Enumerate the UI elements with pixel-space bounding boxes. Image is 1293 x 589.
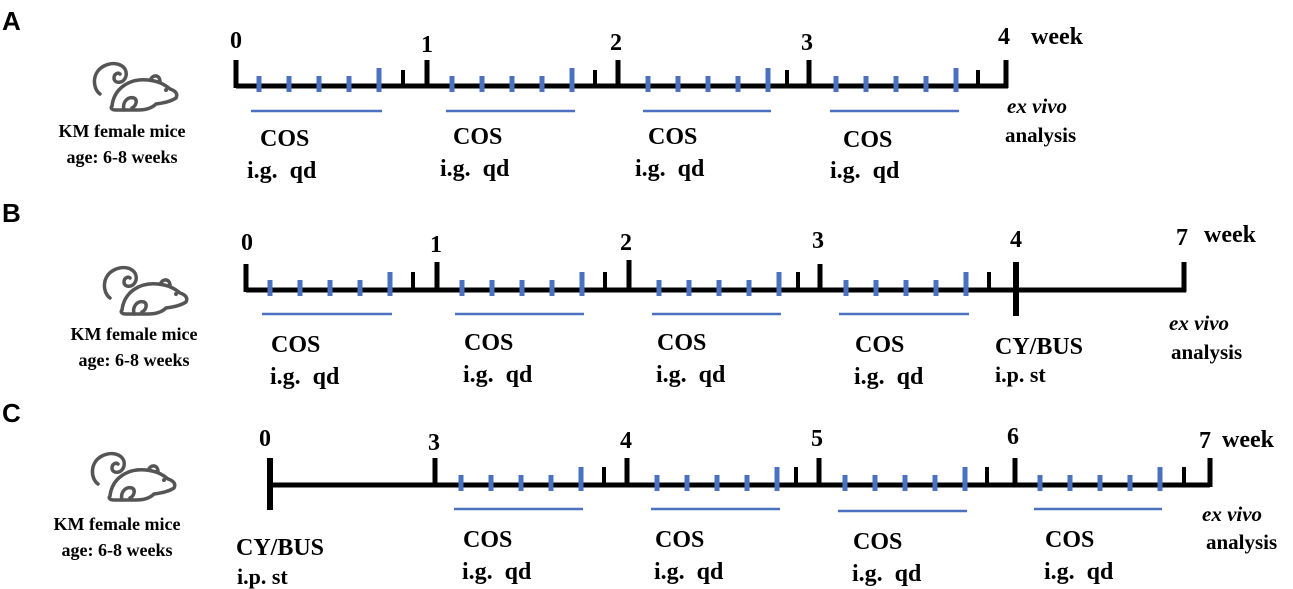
tick-label: 4 (1010, 227, 1022, 253)
course-underlines (454, 507, 1162, 513)
dose-ticks (267, 272, 969, 296)
course-route: i.g. qd (635, 156, 705, 182)
course-drug: COS (464, 330, 513, 356)
mouse-description-line-2: age: 6-8 weeks (67, 147, 178, 167)
end-note-line-1: ex vivo (1169, 311, 1229, 335)
panel-a: A KM female mice age: 6-8 weeks 0 1 (2, 6, 1084, 184)
course-drug: COS (648, 124, 697, 150)
course-route: i.g. qd (656, 362, 726, 388)
course-drug: COS (855, 332, 904, 358)
mouse-description-line-1: KM female mice (71, 324, 198, 344)
course-route: i.g. qd (440, 156, 510, 182)
tick-label: 7 (1176, 225, 1188, 251)
tick-label: 0 (230, 28, 242, 54)
tick-label: 2 (620, 230, 632, 256)
injection-drug: CY/BUS (995, 334, 1083, 360)
tick-label: 4 (998, 24, 1010, 50)
injection-drug: CY/BUS (236, 535, 324, 561)
mouse-icon (92, 61, 179, 112)
course-drug: COS (260, 126, 309, 152)
course-route: i.g. qd (1044, 559, 1114, 585)
tick-label: 7 (1199, 428, 1211, 454)
week-unit-label: week (1222, 427, 1275, 453)
tick-label: 6 (1007, 424, 1019, 450)
mouse-description-line-1: KM female mice (54, 514, 181, 534)
mouse-icon (90, 451, 177, 502)
course-route: i.g. qd (270, 364, 340, 390)
end-note-line-1: ex vivo (1007, 94, 1067, 118)
week-unit-label: week (1204, 222, 1257, 248)
course-drug: COS (843, 127, 892, 153)
tick-label: 2 (610, 30, 622, 56)
end-note-line-1: ex vivo (1202, 502, 1262, 526)
course-route: i.g. qd (654, 559, 724, 585)
panel-label: B (2, 198, 21, 228)
end-note-line-2: analysis (1171, 340, 1242, 364)
minor-ticks (602, 467, 1186, 485)
panel-b: B KM female mice age: 6-8 weeks 0 1 2 3 … (2, 198, 1257, 390)
course-drug: COS (271, 332, 320, 358)
course-route: i.g. qd (854, 364, 924, 390)
injection-route: i.p. st (995, 362, 1046, 387)
course-route: i.g. qd (247, 158, 317, 184)
tick-label: 3 (801, 30, 813, 56)
course-route: i.g. qd (852, 561, 922, 587)
mouse-description-line-2: age: 6-8 weeks (79, 350, 190, 370)
end-note-line-2: analysis (1005, 123, 1076, 147)
tick-label: 1 (421, 32, 433, 58)
week-unit-label: week (1031, 24, 1084, 50)
course-route: i.g. qd (463, 362, 533, 388)
course-drug: COS (463, 527, 512, 553)
course-drug: COS (657, 330, 706, 356)
panel-c: C KM female mice age: 6-8 weeks 0 3 4 5 … (2, 398, 1277, 589)
tick-label: 0 (241, 230, 253, 256)
end-note-line-2: analysis (1206, 530, 1277, 554)
tick-label: 0 (259, 426, 271, 452)
tick-label: 1 (430, 232, 442, 258)
dose-ticks (256, 68, 959, 92)
tick-label: 3 (428, 430, 440, 456)
course-route: i.g. qd (462, 559, 532, 585)
injection-route: i.p. st (237, 564, 288, 589)
course-drug: COS (453, 124, 502, 150)
mouse-description-line-2: age: 6-8 weeks (62, 540, 173, 560)
mouse-description-line-1: KM female mice (59, 121, 186, 141)
dose-ticks (458, 467, 1163, 491)
minor-ticks (411, 272, 991, 290)
tick-label: 5 (811, 426, 823, 452)
course-drug: COS (1045, 527, 1094, 553)
tick-label: 3 (812, 228, 824, 254)
course-route: i.g. qd (830, 158, 900, 184)
panel-label: A (2, 6, 21, 36)
course-drug: COS (853, 529, 902, 555)
tick-label: 4 (620, 428, 632, 454)
minor-ticks (401, 70, 980, 86)
course-drug: COS (655, 527, 704, 553)
panel-label: C (2, 398, 21, 428)
mouse-icon (102, 265, 189, 316)
